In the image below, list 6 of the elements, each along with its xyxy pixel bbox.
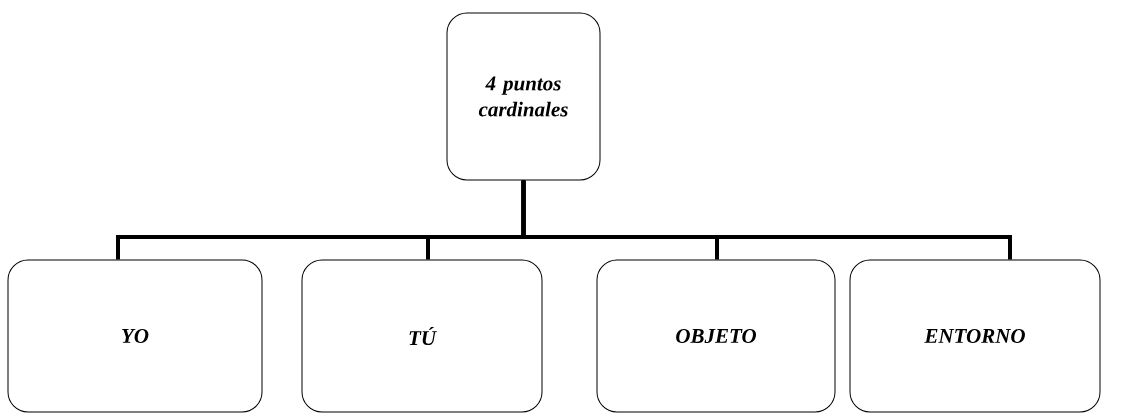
connector-line <box>521 180 1012 260</box>
process-box: 4 puntos cardinales <box>446 12 601 181</box>
process-box: YO <box>7 259 263 413</box>
process-box: TÚ <box>301 259 543 413</box>
process-box: ENTORNO <box>849 259 1101 413</box>
process-box: OBJETO <box>596 259 836 413</box>
